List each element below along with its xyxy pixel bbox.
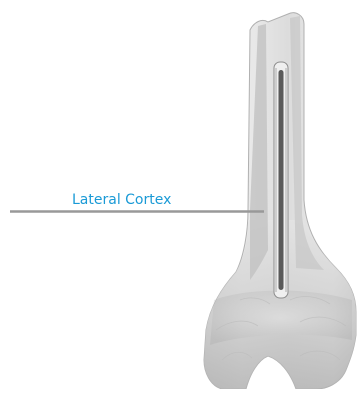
canal-rod [279, 70, 284, 290]
lateral-cortex-label: Lateral Cortex [72, 192, 171, 208]
